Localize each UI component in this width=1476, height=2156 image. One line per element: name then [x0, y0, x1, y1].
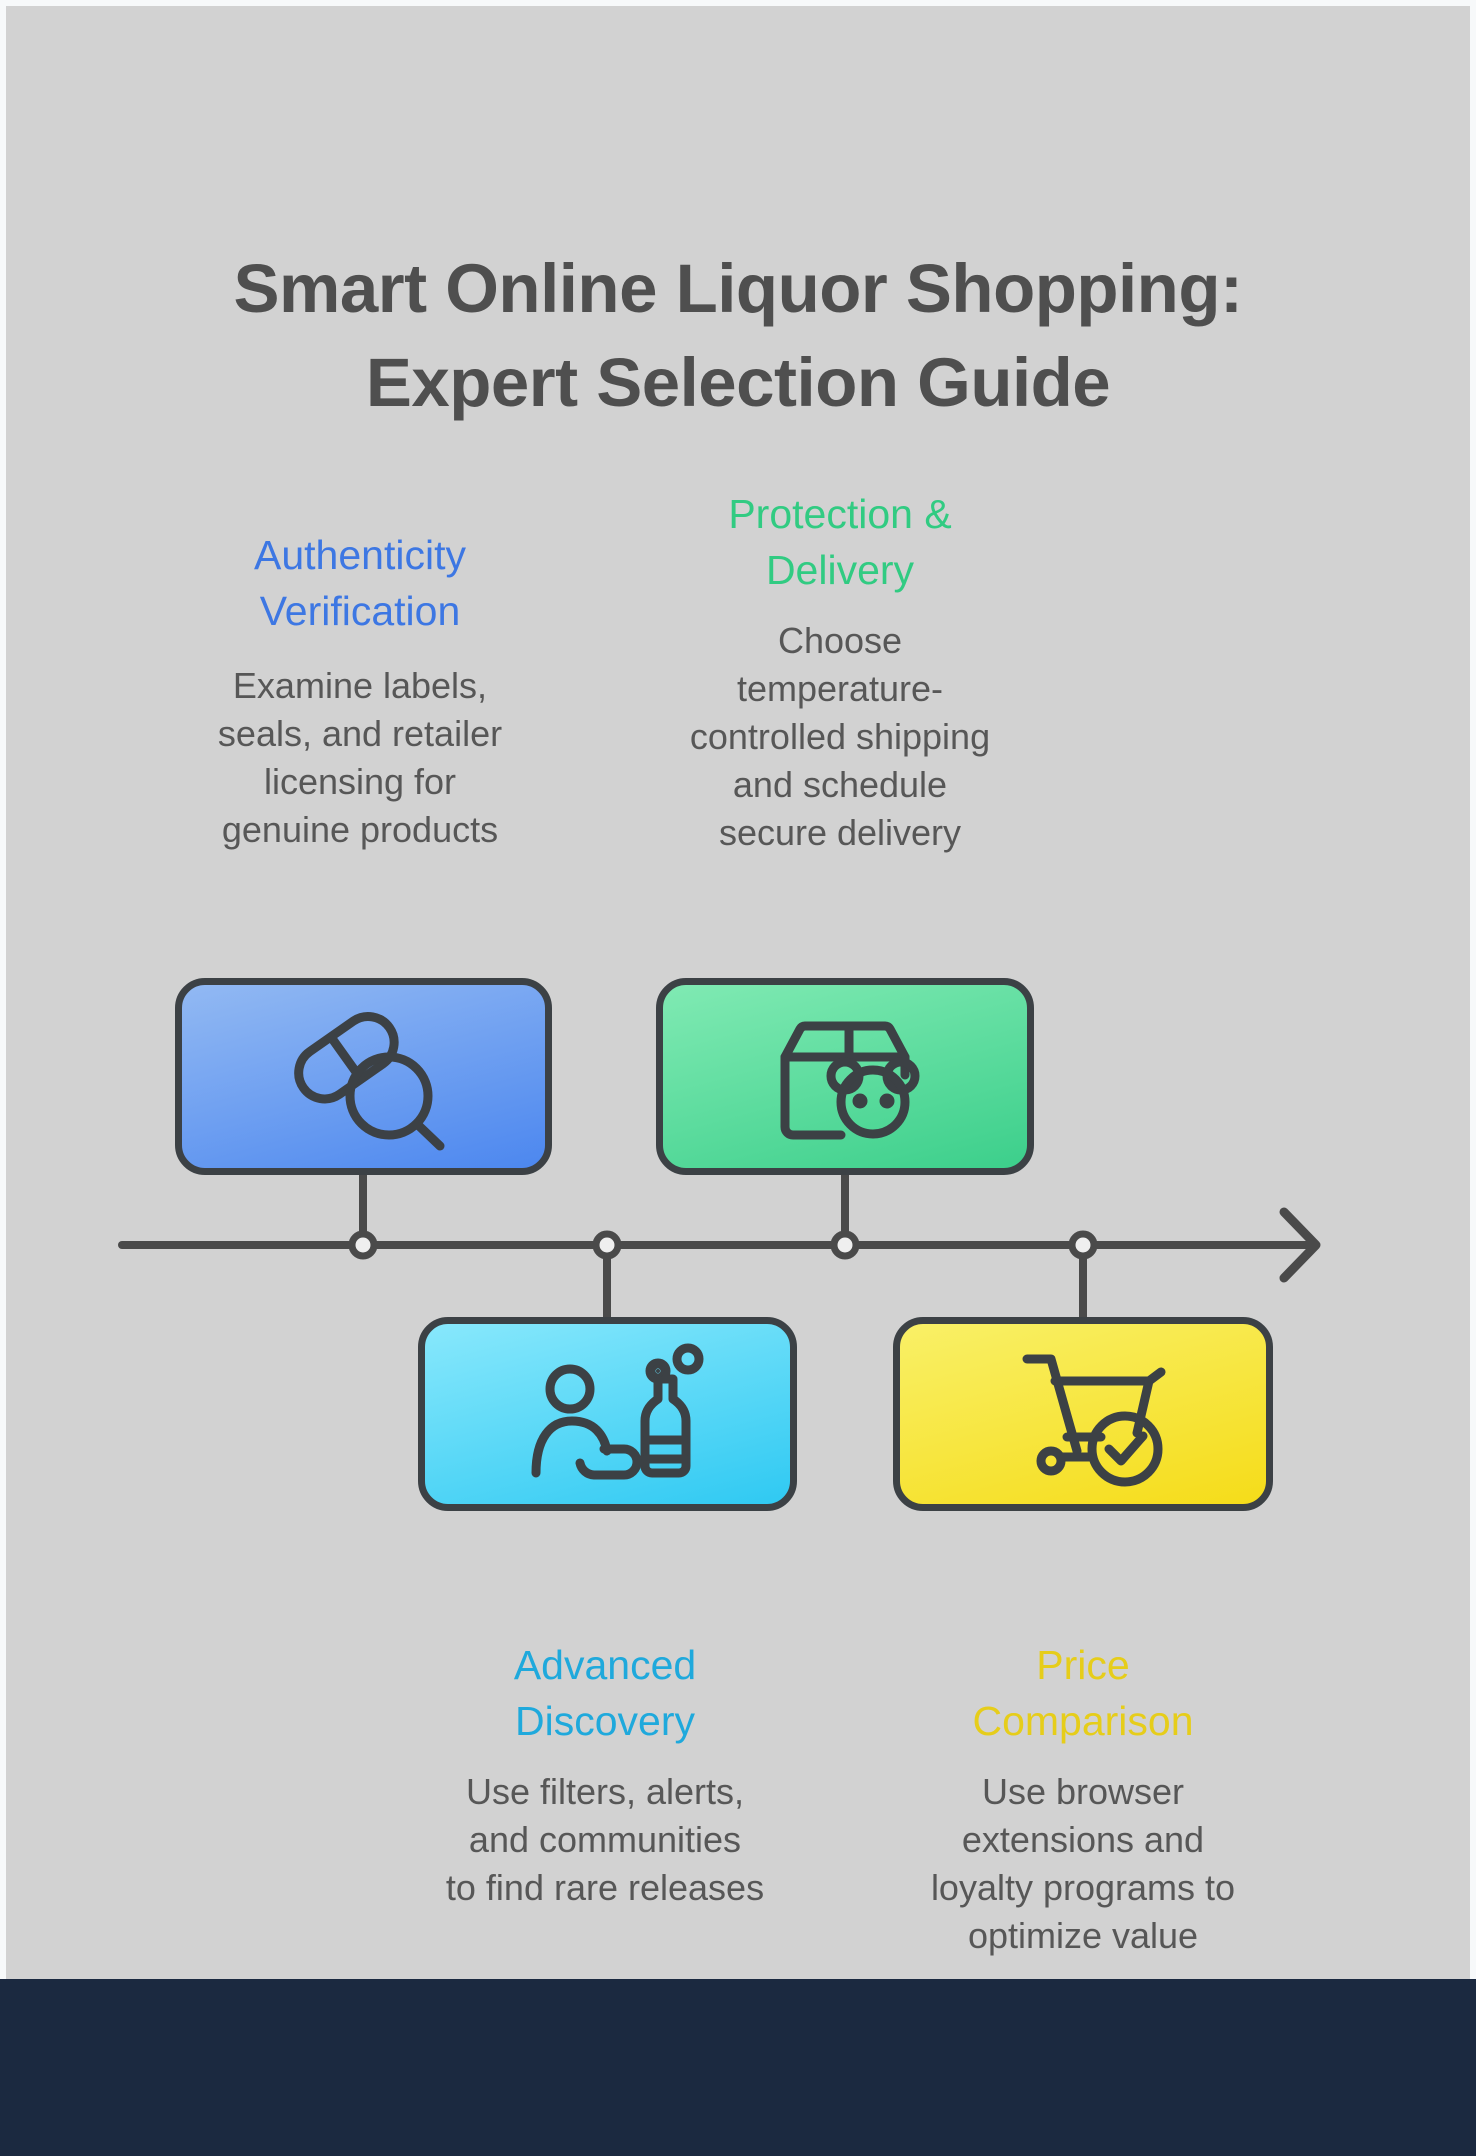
- step-body-authenticity-verification: Examine labels, seals, and retailer lice…: [217, 665, 503, 850]
- step-heading-price-comparison: Price Comparison: [972, 1642, 1194, 1744]
- step-body-advanced-discovery: Use filters, alerts, and communities to …: [445, 1771, 765, 1908]
- step-heading-protection-delivery: Protection & Delivery: [728, 491, 952, 593]
- infographic-title: Smart Online Liquor Shopping: Expert Sel…: [233, 250, 1243, 422]
- step-body-protection-delivery: Choose temperature- controlled shipping …: [689, 620, 991, 853]
- step-heading-advanced-discovery: Advanced Discovery: [513, 1642, 697, 1744]
- cart-check-icon: [1022, 1354, 1166, 1487]
- package-bear-icon: [780, 1021, 920, 1139]
- protection-delivery-card: [656, 978, 1034, 1175]
- person-bottle-icon: [531, 1343, 703, 1480]
- price-comparison-card: [893, 1317, 1273, 1511]
- pills-magnifier-icon: [293, 1011, 444, 1150]
- advanced-discovery-card: [418, 1317, 797, 1511]
- step-body-price-comparison: Use browser extensions and loyalty progr…: [930, 1771, 1236, 1956]
- footer-band: [0, 1979, 1476, 2156]
- authenticity-verification-card: [175, 978, 552, 1175]
- step-heading-authenticity-verification: Authenticity Verification: [254, 532, 466, 634]
